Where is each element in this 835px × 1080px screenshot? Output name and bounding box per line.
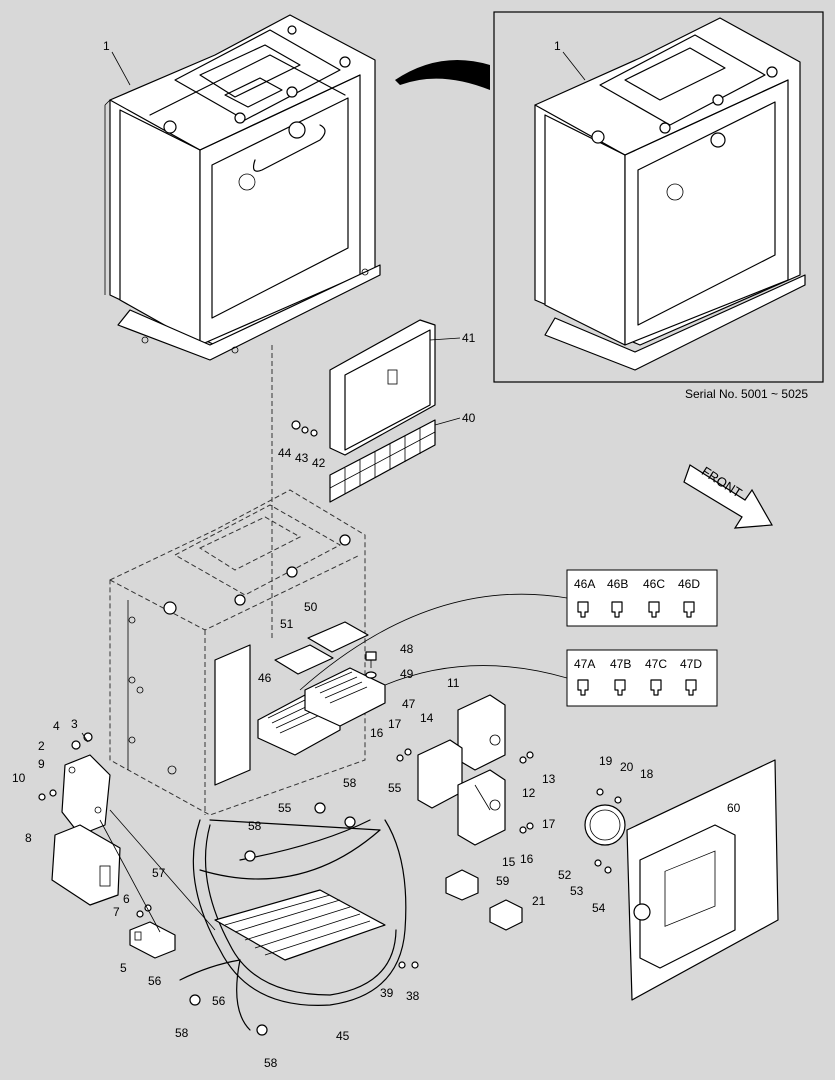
grille-40: [329, 419, 436, 503]
callout-45: 45: [336, 1029, 350, 1043]
relay-21: [489, 899, 523, 931]
fuse-box-47: [304, 667, 386, 727]
callout-52: 52: [558, 868, 572, 882]
callout-1: 1: [103, 39, 110, 53]
callout-48: 48: [400, 642, 414, 656]
callout-57: 57: [152, 866, 166, 880]
callout-53: 53: [570, 884, 584, 898]
screws-44-43-42: [291, 420, 318, 437]
callout-20: 20: [620, 760, 634, 774]
callout-44: 44: [278, 446, 292, 460]
callout-5: 5: [120, 961, 127, 975]
panel-41: [329, 319, 436, 456]
callout-4: 4: [53, 719, 60, 733]
relay-15: [457, 769, 506, 846]
callout-58-left: 58: [248, 819, 262, 833]
callout-46C: 46C: [643, 577, 665, 591]
callout-50: 50: [304, 600, 318, 614]
relay-59: [445, 869, 479, 901]
front-arrow: [683, 464, 773, 529]
fuse-icons: [577, 601, 697, 696]
small-screws-relays: [396, 748, 534, 834]
callout-55-left: 55: [278, 801, 292, 815]
callout-46D: 46D: [678, 577, 700, 591]
gauge-18: [584, 788, 626, 846]
callout-2: 2: [38, 739, 45, 753]
callout-42: 42: [312, 456, 326, 470]
callout-58-bottom: 58: [264, 1056, 278, 1070]
leader-46: [299, 593, 568, 691]
callout-17-bottom: 17: [542, 817, 556, 831]
decal-51: [274, 644, 334, 675]
callout-46A: 46A: [574, 577, 595, 591]
callout-14: 14: [420, 711, 434, 725]
callout-10: 10: [12, 771, 26, 785]
callout-58-mid: 58: [343, 776, 357, 790]
callout-47A: 47A: [574, 657, 595, 671]
callout-15: 15: [502, 855, 516, 869]
callout-47B: 47B: [610, 657, 631, 671]
bolts-58-55: [189, 802, 419, 1036]
connector-5-parts-6-7: [129, 904, 176, 959]
callout-60: 60: [727, 801, 741, 815]
small-parts-3-4-9-10: [38, 732, 93, 801]
relay-11: [457, 694, 506, 771]
callout-58-bottom-left: 58: [175, 1026, 189, 1040]
callout-47: 47: [402, 697, 416, 711]
callout-1-inset: 1: [554, 39, 561, 53]
callout-labels: 1 1 41 40 44 43 42 46A 46B 46C 46D 47A 4…: [12, 39, 741, 1070]
callout-18: 18: [640, 767, 654, 781]
screw-48-washer-49: [365, 651, 377, 679]
callout-40: 40: [462, 411, 476, 425]
relay-14: [417, 739, 463, 809]
callout-17-top: 17: [388, 717, 402, 731]
module-8: [51, 824, 121, 906]
control-box-main: [104, 14, 381, 361]
dashed-housing: [109, 345, 366, 816]
module-2: [61, 754, 111, 836]
callout-55-right: 55: [388, 781, 402, 795]
inset-frame: [493, 11, 824, 383]
callout-47C: 47C: [645, 657, 667, 671]
callout-21: 21: [532, 894, 546, 908]
fuse-set-47-box: [566, 649, 718, 707]
callout-59: 59: [496, 874, 510, 888]
callout-3: 3: [71, 717, 78, 731]
callout-56-right: 56: [212, 994, 226, 1008]
callout-39: 39: [380, 986, 394, 1000]
callout-11: 11: [447, 676, 460, 690]
callout-16-bottom: 16: [520, 852, 534, 866]
callout-54: 54: [592, 901, 606, 915]
callout-19: 19: [599, 754, 613, 768]
callout-46B: 46B: [607, 577, 628, 591]
callout-6: 6: [123, 892, 130, 906]
control-box-inset: [534, 17, 806, 371]
monitor-panel-60: [594, 759, 779, 1001]
callout-12: 12: [522, 786, 536, 800]
transition-arrow: [395, 60, 490, 90]
callout-46: 46: [258, 671, 272, 685]
callout-38: 38: [406, 989, 420, 1003]
callout-51: 51: [280, 617, 294, 631]
wire-harness-45: [179, 819, 407, 1031]
serial-number-note: Serial No. 5001 ~ 5025: [685, 387, 808, 401]
leader-47: [384, 665, 568, 686]
callout-8: 8: [25, 831, 32, 845]
callout-16-top: 16: [370, 726, 384, 740]
callout-56-left: 56: [148, 974, 162, 988]
callout-49: 49: [400, 667, 414, 681]
callout-41: 41: [462, 331, 476, 345]
callout-43: 43: [295, 451, 309, 465]
leader-lines: [81, 51, 586, 933]
callout-47D: 47D: [680, 657, 702, 671]
callout-9: 9: [38, 757, 45, 771]
decal-50: [307, 621, 369, 653]
callout-7: 7: [113, 905, 120, 919]
callout-13: 13: [542, 772, 556, 786]
